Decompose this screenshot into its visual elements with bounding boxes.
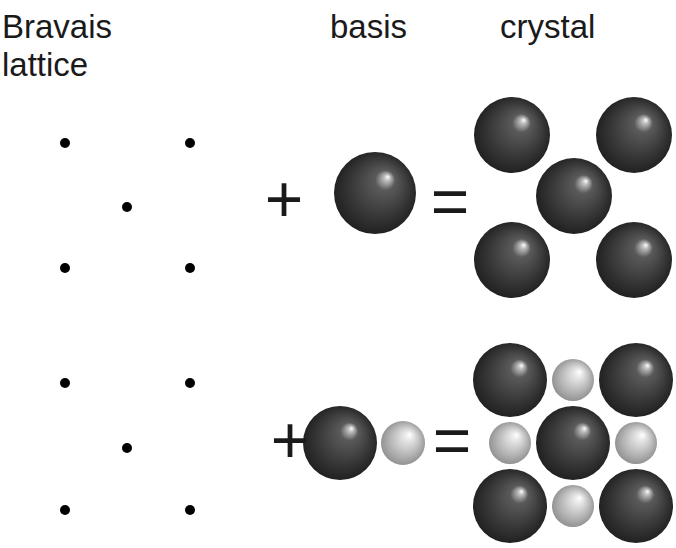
atom <box>473 343 547 417</box>
atom <box>536 406 610 480</box>
lattice-point <box>122 202 132 212</box>
atom <box>474 97 550 173</box>
equals-sign: = <box>431 164 470 240</box>
lattice-points-bottom <box>60 378 195 515</box>
atom-small <box>615 422 657 464</box>
atom <box>596 97 672 173</box>
lattice-point <box>60 263 70 273</box>
atom <box>474 222 550 298</box>
basis-atom-large <box>303 406 377 480</box>
column-heading: crystal <box>500 8 595 46</box>
atom <box>596 222 672 298</box>
crystal-bottom <box>473 343 673 543</box>
basis-atom <box>334 152 416 234</box>
crystal-top <box>474 97 672 298</box>
plus-sign: + <box>271 403 310 479</box>
atom <box>536 158 612 234</box>
basis-atom-small <box>381 421 425 465</box>
lattice-point <box>60 378 70 388</box>
atom <box>599 343 673 417</box>
column-heading: basis <box>330 8 407 46</box>
atom-small <box>552 485 594 527</box>
lattice-point <box>185 378 195 388</box>
lattice-point <box>185 505 195 515</box>
column-heading: Bravais lattice <box>2 8 152 84</box>
atom <box>473 469 547 543</box>
equals-sign: = <box>433 403 472 479</box>
lattice-point <box>185 138 195 148</box>
lattice-point <box>185 263 195 273</box>
atom-small <box>489 422 531 464</box>
lattice-points-top <box>60 138 195 273</box>
lattice-point <box>122 443 132 453</box>
atom <box>599 469 673 543</box>
plus-sign: + <box>265 162 304 238</box>
lattice-point <box>60 138 70 148</box>
lattice-point <box>60 505 70 515</box>
atom-small <box>552 359 594 401</box>
